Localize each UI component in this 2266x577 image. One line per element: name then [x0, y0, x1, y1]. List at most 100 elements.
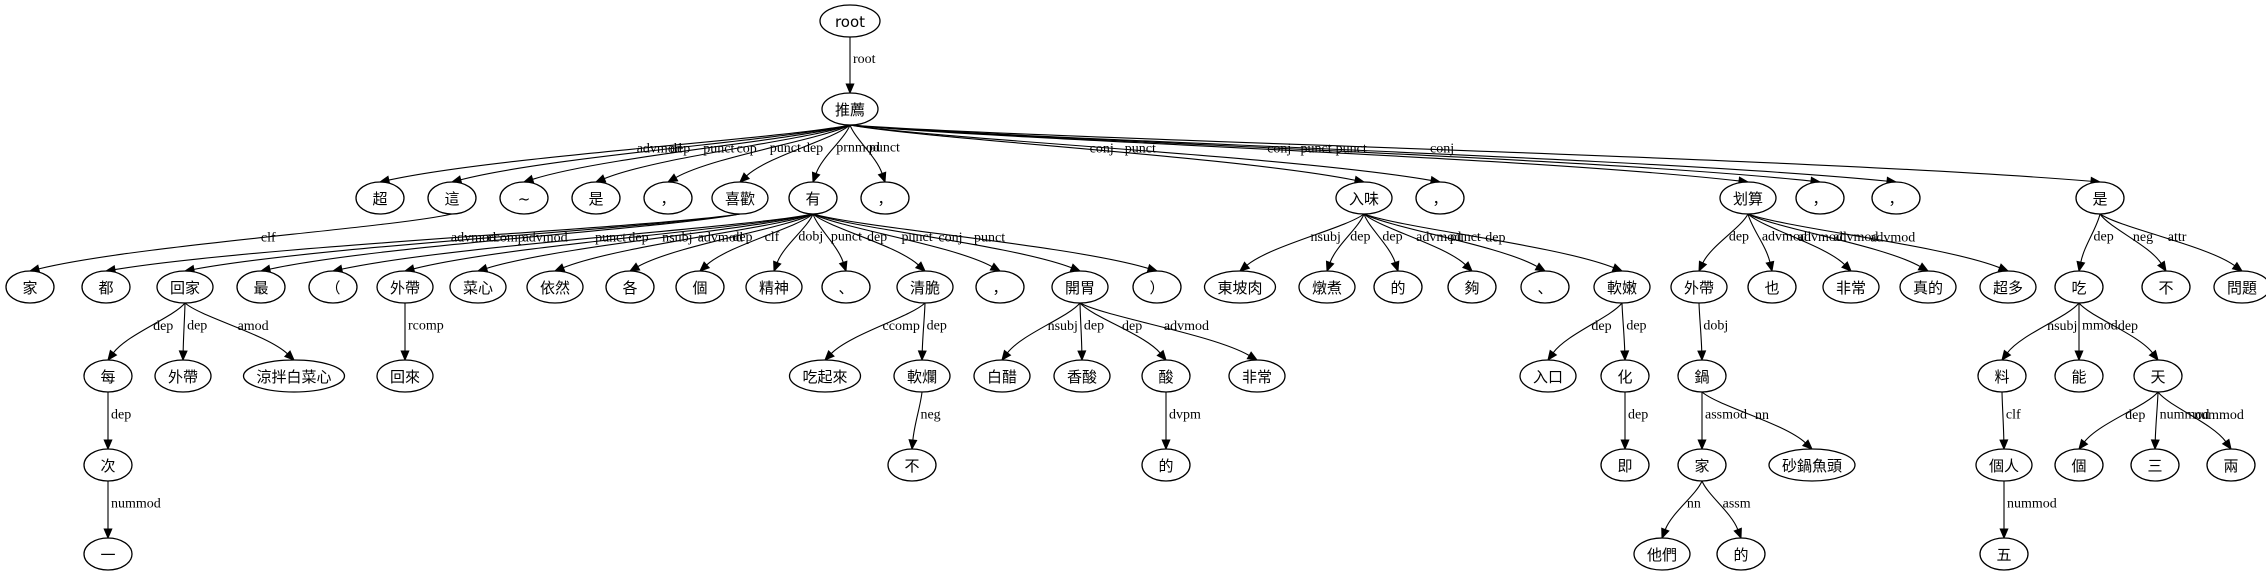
edge-line — [830, 302, 926, 354]
edge-line — [112, 302, 186, 354]
node-n_feichang1: 非常 — [1228, 359, 1286, 393]
node-ellipse — [1719, 181, 1777, 215]
edge-label: punct — [770, 141, 801, 156]
edge-label: dobj — [798, 230, 823, 245]
node-ellipse — [571, 181, 621, 215]
edge-n_geren-n_wu: nummod — [1999, 480, 2057, 540]
edge-label: dep — [1729, 230, 1749, 245]
edge-line — [1363, 213, 1396, 263]
edge-line — [1246, 213, 1365, 266]
edge-arrowhead — [2221, 438, 2232, 451]
node-ellipse — [1335, 181, 1393, 215]
edge-label: dobj — [1703, 319, 1728, 334]
node-label: 軟嫩 — [1607, 279, 1637, 297]
edge-n_qingcui-n_chiqilai: ccomp — [824, 302, 926, 361]
node-n_waidai3: 外帶 — [1670, 270, 1728, 304]
node-label: 三 — [2147, 457, 2162, 475]
node-label: 鍋 — [1694, 368, 1709, 386]
edge-n_kaiwei-n_feichang1: advmod — [1079, 302, 1259, 361]
node-label: 清脆 — [910, 279, 940, 297]
edge-label: dep — [2125, 408, 2145, 423]
edge-arrowhead — [1620, 439, 1630, 451]
edge-line — [1079, 302, 1161, 354]
node-label: 能 — [2071, 368, 2086, 386]
node-ellipse — [2133, 359, 2183, 393]
node-label: 的 — [1733, 546, 1748, 564]
edge-label: advmod — [1798, 230, 1843, 245]
node-ellipse — [1447, 270, 1497, 304]
node-n_ruannen: 軟嫩 — [1593, 270, 1651, 304]
node-label: 入味 — [1349, 190, 1379, 208]
node-ellipse — [1871, 181, 1921, 215]
edge-line — [269, 213, 741, 270]
node-n_zhende: 真的 — [1899, 270, 1957, 304]
edge-line — [1702, 213, 1749, 264]
node-n_lparen: （ — [308, 270, 358, 304]
edge-label: advmod — [1762, 230, 1807, 245]
edge-line — [849, 124, 1740, 182]
node-ellipse — [1747, 270, 1797, 304]
node-ellipse — [1373, 270, 1423, 304]
edge-n_tuijian-n_comma1: punct — [666, 124, 851, 183]
node-n_comma3: ， — [1415, 181, 1465, 215]
edge-label: nsubj — [1311, 230, 1341, 245]
edge-arrowhead — [811, 171, 821, 184]
edge-arrowhead — [1246, 351, 1259, 361]
node-label: 外帶 — [168, 368, 198, 386]
edge-label: dep — [2118, 319, 2138, 334]
edge-line — [2154, 391, 2159, 441]
node-n_xiangsuan: 香酸 — [1053, 359, 1111, 393]
node-n_rukou: 入口 — [1519, 359, 1577, 393]
edge-label: clf — [765, 230, 780, 245]
edge-n_huasuan-n_chaoduo: advmod — [1747, 213, 2010, 272]
node-n_de2: 的 — [1373, 270, 1423, 304]
edge-arrowhead — [1390, 260, 1400, 273]
node-n_liao: 料 — [1977, 359, 2027, 393]
edge-label: nn — [1755, 408, 1769, 423]
edge-arrowhead — [699, 261, 711, 272]
edge-arrowhead — [1077, 350, 1087, 362]
node-n_baicu: 白醋 — [973, 359, 1031, 393]
node-ellipse — [1132, 270, 1182, 304]
edge-label: nsubj — [1048, 319, 1078, 334]
node-label: 不 — [2158, 279, 2173, 297]
edge-line — [413, 213, 814, 270]
node-label: 精神 — [759, 279, 789, 297]
node-n_ge1: 各 — [605, 270, 655, 304]
node-label: 家 — [1694, 457, 1709, 475]
node-ellipse — [821, 270, 871, 304]
edge-arrowhead — [914, 261, 926, 272]
edge-label: punct — [703, 141, 734, 156]
node-n_tian: 天 — [2133, 359, 2183, 393]
edge-n_qingcui-n_ruanlan: dep — [917, 302, 947, 362]
node-label: 真的 — [1913, 279, 1943, 297]
node-label: （ — [325, 279, 340, 297]
edge-label: punct — [869, 141, 900, 156]
edge-label: dep — [1084, 319, 1104, 334]
edge-line — [912, 391, 923, 441]
node-n_xihuan: 喜歡 — [711, 181, 769, 215]
node-ellipse — [2054, 359, 2104, 393]
edge-arrowhead — [2001, 349, 2012, 362]
edge-n_tuijian-n_huasuan: conj — [849, 124, 1750, 186]
node-ellipse — [376, 270, 434, 304]
edge-arrowhead — [917, 350, 927, 362]
edge-arrowhead — [1999, 528, 2009, 540]
node-label: ~ — [518, 190, 531, 208]
node-label: 即 — [1617, 457, 1632, 475]
node-ellipse — [1298, 270, 1356, 304]
node-label: 最 — [253, 279, 268, 297]
edge-line — [1363, 213, 1614, 269]
edge-n_ci-n_yi: nummod — [103, 480, 161, 540]
edge-n_chi-n_tian: dep — [2078, 302, 2159, 362]
edge-n_ruwei-n_gou: advmod — [1363, 213, 1473, 272]
edge-line — [706, 213, 814, 266]
edge-line — [2001, 391, 2005, 441]
node-n_ge2: 個 — [675, 270, 725, 304]
node-ellipse — [896, 270, 954, 304]
node-ellipse — [1228, 359, 1286, 393]
edge-arrowhead — [1620, 350, 1630, 362]
node-ellipse — [236, 270, 286, 304]
edge-n_tuijian-n_comma2: punct — [849, 124, 900, 184]
edge-arrowhead — [824, 350, 835, 361]
